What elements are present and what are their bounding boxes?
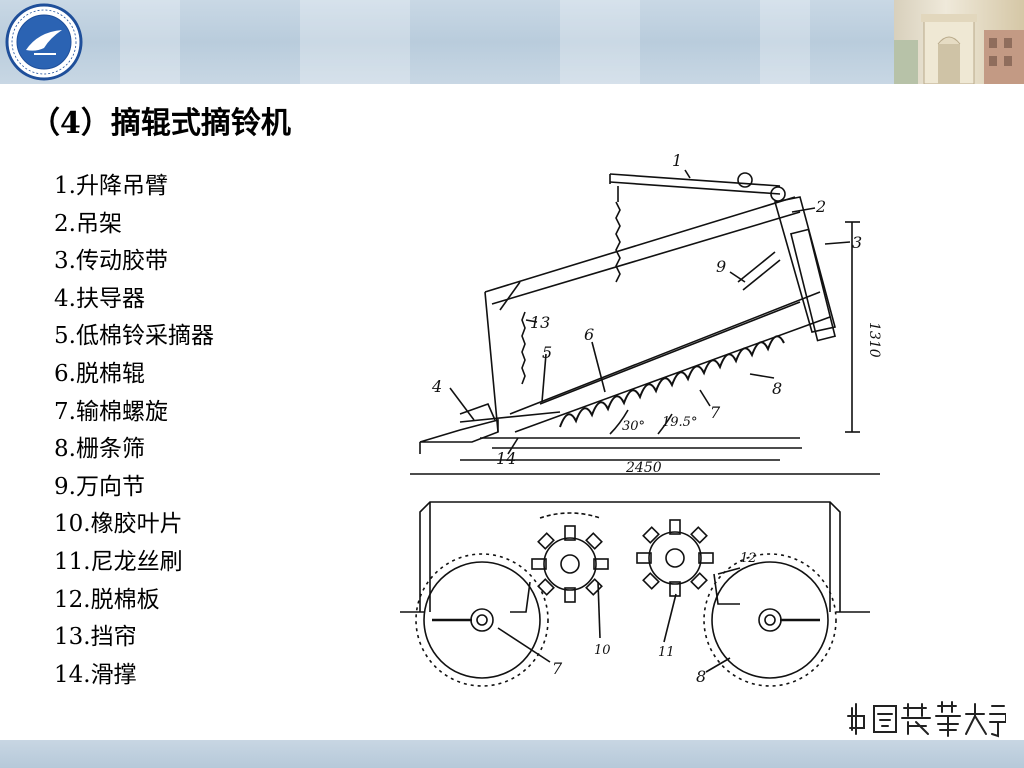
side-view-drawing — [410, 169, 880, 475]
cross-section-drawing — [400, 501, 870, 687]
list-item: 11.尼龙丝刷 — [54, 548, 183, 575]
list-item: 14.滑撑 — [54, 661, 137, 688]
dimension-length: 2450 — [625, 460, 662, 476]
list-item: 8.栅条筛 — [54, 436, 145, 463]
list-item: 7.输棉螺旋 — [54, 398, 168, 425]
dimension-height: 1310 — [866, 322, 882, 358]
list-item: 9.万向节 — [54, 473, 145, 500]
label-bottom-12: 12 — [740, 551, 757, 566]
angle-label-b: 19.5° — [662, 415, 697, 430]
page-title: （4）摘辊式摘铃机 — [30, 106, 291, 141]
label-9: 9 — [716, 257, 726, 276]
list-item: 6.脱棉辊 — [54, 360, 145, 387]
list-item: 2.吊架 — [54, 210, 122, 237]
banner-stripe — [560, 0, 640, 84]
label-2: 2 — [815, 197, 826, 216]
label-5: 5 — [542, 343, 552, 362]
list-item: 12.脱棉板 — [54, 586, 160, 613]
angle-label-a: 30° — [622, 419, 645, 434]
banner-stripe — [760, 0, 810, 84]
label-bottom-8: 8 — [696, 667, 706, 686]
list-item: 3.传动胶带 — [54, 248, 168, 275]
label-8: 8 — [772, 379, 782, 398]
label-bottom-7: 7 — [552, 659, 563, 678]
label-13: 13 — [530, 313, 550, 332]
list-item: 13.挡帘 — [54, 624, 137, 651]
banner-stripe — [300, 0, 410, 84]
banner-stripe — [120, 0, 180, 84]
label-bottom-10: 10 — [594, 643, 611, 658]
diagram-labels: 1 2 3 4 5 6 7 8 9 13 14 2450 1310 30° 19… — [431, 151, 882, 686]
label-1: 1 — [672, 151, 682, 170]
label-3: 3 — [852, 233, 862, 252]
campus-building-image — [894, 0, 1024, 84]
list-item: 5.低棉铃采摘器 — [54, 323, 214, 350]
label-4: 4 — [431, 377, 442, 396]
label-6: 6 — [584, 325, 594, 344]
list-item: 1.升降吊臂 — [54, 173, 168, 199]
label-bottom-11: 11 — [658, 645, 675, 660]
top-banner — [0, 0, 1024, 84]
bottom-banner — [0, 740, 1024, 768]
label-7: 7 — [710, 403, 721, 422]
parts-list: 1.升降吊臂 2.吊架 3.传动胶带 4.扶导器 5.低棉铃采摘器 6.脱棉辊 … — [54, 168, 214, 694]
list-item: 4.扶导器 — [54, 285, 145, 312]
label-14: 14 — [496, 449, 516, 468]
list-item: 10.橡胶叶片 — [54, 511, 183, 538]
university-signature — [846, 698, 1007, 738]
university-logo — [5, 3, 83, 81]
picker-diagram: 1 2 3 4 5 6 7 8 9 13 14 2450 1310 30° 19… — [400, 142, 890, 702]
